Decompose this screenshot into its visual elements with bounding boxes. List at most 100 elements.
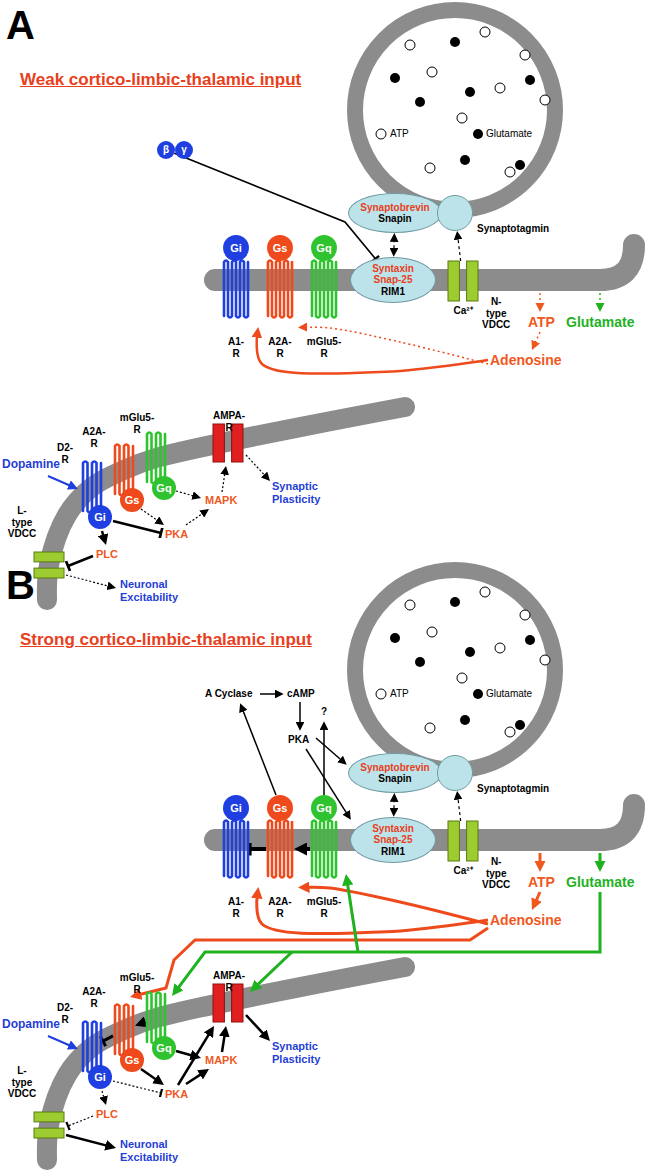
vesicle-content-label: ATP — [390, 688, 409, 700]
node-label: N-type VDCC — [482, 296, 510, 331]
g-protein-name: Gi — [94, 511, 106, 524]
signal-arrow — [257, 334, 488, 373]
node-label: L-type VDCC — [8, 505, 36, 540]
signal-arrow — [535, 332, 540, 344]
node-text: Syntaxin Snap-25RIM1 — [372, 263, 414, 298]
g-protein-subunit: β — [157, 141, 175, 159]
glutamate-molecules — [390, 597, 535, 730]
signal-arrow — [246, 1015, 265, 1035]
signal-label: Ca²⁺ — [453, 305, 472, 317]
signal-arrow — [599, 293, 601, 306]
node-label: mGlu5-R — [120, 972, 154, 995]
signal-label: cAMP — [287, 688, 315, 700]
node-text: Syntaxin Snap-25RIM1 — [372, 823, 414, 858]
g-protein: Gq — [311, 235, 337, 261]
atp-dot — [376, 129, 386, 139]
effect-label: Synaptic Plasticity — [272, 480, 320, 505]
serpentine — [268, 261, 292, 318]
receptor: A2A-R — [266, 258, 294, 320]
serpentine — [224, 821, 248, 878]
node-caption: mGlu5-R — [120, 412, 154, 435]
receptor: mGlu5-R — [310, 818, 338, 880]
g-protein: Gq — [152, 1036, 176, 1060]
serpentine — [268, 821, 292, 878]
signal-arrow — [102, 531, 104, 538]
atp-dot — [457, 673, 467, 683]
protein-name: Snapin — [378, 773, 411, 785]
g-protein-name: Gi — [94, 1071, 106, 1084]
g-protein-name: Gs — [273, 802, 288, 815]
g-protein: Gi — [223, 235, 249, 261]
ampa-receptor: AMPA-R — [213, 984, 243, 1022]
node-label: A2A-R — [268, 896, 291, 919]
signal-arrow — [222, 1033, 225, 1052]
glutamate-dot — [390, 633, 400, 643]
effect-label: Synaptic Plasticity — [272, 1040, 320, 1065]
molecule-label: Adenosine — [490, 912, 562, 928]
interaction-connector — [458, 237, 461, 261]
node-text: Gi — [94, 511, 106, 524]
g-protein-name: Gq — [156, 1042, 171, 1055]
g-protein-name: Gq — [316, 802, 331, 815]
snare-complex: SynaptobrevinSnapin — [348, 193, 441, 233]
atp-dot — [376, 689, 386, 699]
effect-label: Neuronal Excitability — [120, 578, 178, 603]
node-label: A1-R — [228, 896, 244, 919]
signal-arrow — [48, 476, 72, 486]
atp-dot — [505, 167, 515, 177]
interaction-connector — [458, 797, 461, 821]
signal-arrow — [68, 1116, 93, 1126]
protein-name: Snapin — [378, 213, 411, 225]
panel-title: Weak cortico-limbic-thalamic input — [20, 70, 301, 90]
node-label: mGlu5-R — [307, 896, 341, 919]
signal-arrow — [535, 892, 540, 903]
molecule-label: Glutamate — [566, 314, 634, 330]
shape — [266, 258, 294, 320]
g-protein-name: Gq — [316, 242, 331, 255]
node-label: mGlu5-R — [307, 336, 341, 359]
atp-dot — [505, 727, 515, 737]
g-protein-name: Gi — [230, 242, 242, 255]
node-caption: A2A-R — [82, 426, 105, 449]
receptor: A1-R — [222, 818, 250, 880]
l-type-calcium-channel: L-type VDCC — [34, 1112, 64, 1138]
g-protein: Gq — [311, 795, 337, 821]
interaction-connector — [393, 799, 395, 810]
signal-arrow — [539, 853, 542, 864]
g-protein: Gs — [120, 488, 144, 512]
node-label: L-type VDCC — [8, 1065, 36, 1100]
molecule-label: ATP — [528, 314, 555, 330]
node-caption: N-type VDCC — [482, 296, 510, 331]
vesicle-content-label: Glutamate — [486, 688, 532, 700]
serpentine — [312, 261, 336, 318]
node-caption: AMPA-R — [213, 970, 245, 993]
node-text: Gq — [316, 242, 331, 255]
node-label: A1-R — [228, 336, 244, 359]
molecule-label: ATP — [528, 874, 555, 890]
node-caption: Synaptotagmin — [477, 783, 549, 795]
g-protein: Gs — [267, 235, 293, 261]
receptor: A1-R — [222, 258, 250, 320]
interaction-connector — [103, 1036, 113, 1041]
node-caption: mGlu5-R — [307, 896, 341, 919]
signal-arrow — [347, 882, 358, 952]
signal-arrow — [176, 491, 195, 496]
node-label: A2A-R — [82, 426, 105, 449]
interaction-connector — [303, 847, 310, 851]
glutamate-dot — [525, 635, 535, 645]
glutamate-dot — [515, 160, 525, 170]
node-text: Gq — [316, 802, 331, 815]
atp-dot — [495, 643, 505, 653]
channel-subunit — [34, 568, 64, 578]
shape — [34, 1112, 64, 1138]
glutamate-dot — [390, 73, 400, 83]
g-protein-name: Gi — [230, 802, 242, 815]
signal-arrow — [260, 693, 278, 695]
signal-arrow — [138, 928, 488, 995]
atp-dot — [495, 83, 505, 93]
node-label: N-type VDCC — [482, 856, 510, 891]
signal-arrow — [68, 556, 93, 566]
glutamate-dot — [473, 129, 483, 139]
g-protein-subunit: γ — [175, 141, 193, 159]
atp-dot — [520, 50, 530, 60]
